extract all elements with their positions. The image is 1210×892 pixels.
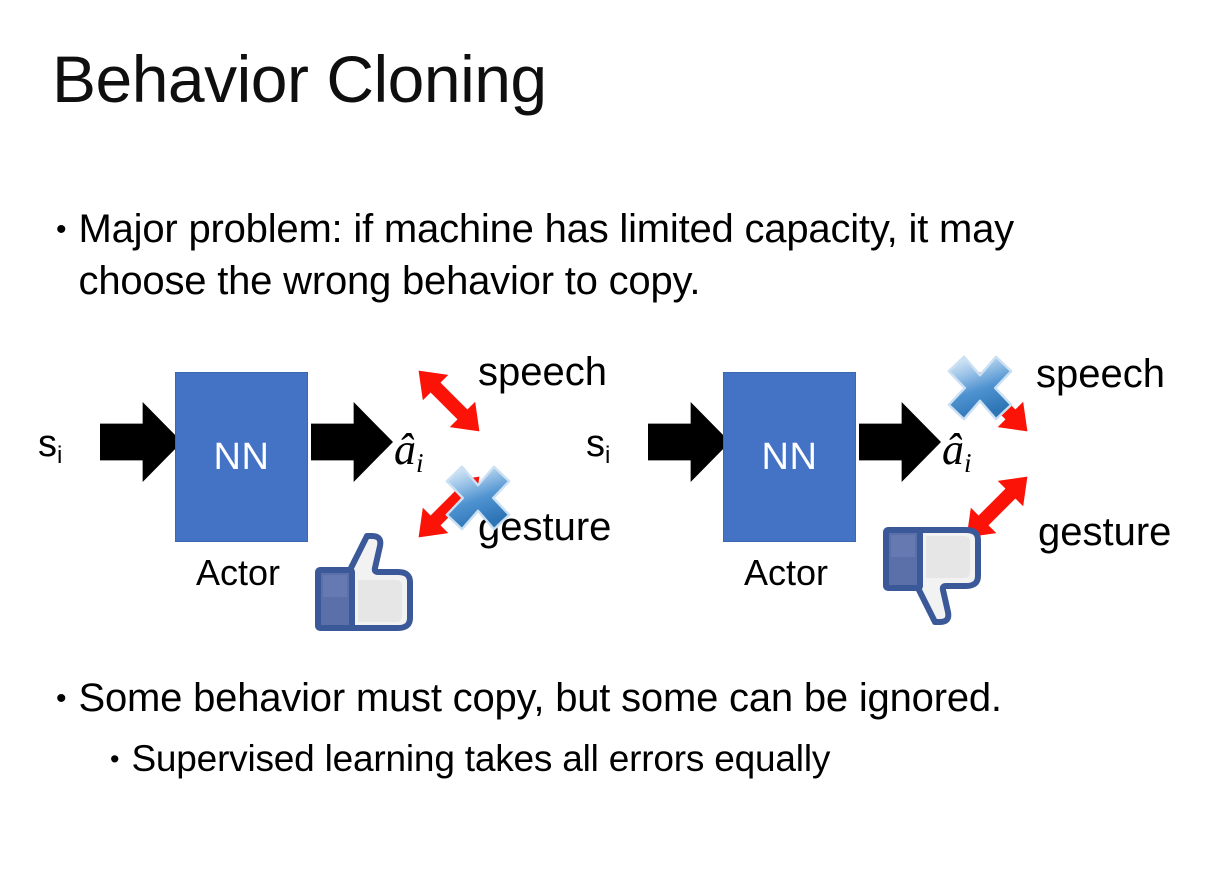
list-item: • Supervised learning takes all errors e… [110, 735, 1180, 783]
gesture-arrow-icon [966, 476, 1028, 538]
nn-box-right: NN [723, 372, 856, 542]
action-subscript: i [416, 448, 424, 479]
state-symbol: s [586, 423, 605, 465]
bullet-text: Major problem: if machine has limited ca… [78, 207, 1015, 303]
diagram-left: si NN Actor âi speech [0, 330, 611, 642]
action-subscript: i [964, 448, 972, 479]
nn-box-label: NN [213, 436, 270, 478]
diagram-right: si NN Actor âi speech [548, 330, 1171, 642]
outcome-label-gesture-right: gesture [1038, 510, 1172, 554]
state-subscript: i [57, 442, 63, 470]
bullet-marker-icon: • [110, 744, 120, 774]
bullet-text: Supervised learning takes all errors equ… [131, 738, 831, 779]
actor-caption-left: Actor [196, 552, 281, 593]
nn-box-label: NN [761, 436, 818, 478]
actor-caption-right: Actor [744, 552, 829, 593]
state-symbol: s [38, 423, 57, 465]
list-item: • Some behavior must copy, but some can … [56, 672, 1176, 724]
speech-arrow-icon [418, 370, 480, 432]
page-title: Behavior Cloning [52, 42, 547, 116]
output-arrow-icon [311, 402, 393, 482]
bullet-list-bottom-level1: • Some behavior must copy, but some can … [56, 672, 1176, 724]
state-subscript: i [605, 442, 611, 470]
bullet-text: Some behavior must copy, but some can be… [78, 676, 1003, 720]
state-label-right: si [586, 425, 610, 468]
action-symbol: â [394, 425, 416, 474]
thumbs-up-icon [315, 533, 413, 631]
bullet-list-top: • Major problem: if machine has limited … [56, 203, 1146, 307]
action-symbol: â [942, 425, 964, 474]
outcome-label-speech-right: speech [1036, 352, 1165, 396]
action-label-right: âi [942, 428, 972, 477]
thumbs-down-icon [883, 527, 981, 625]
list-item: • Major problem: if machine has limited … [56, 203, 1146, 307]
nn-box-left: NN [175, 372, 308, 542]
state-label-left: si [38, 425, 62, 468]
bullet-marker-icon: • [56, 682, 67, 715]
action-label-left: âi [394, 428, 424, 477]
outcome-label-speech-left: speech [478, 350, 607, 394]
input-arrow-icon [648, 402, 730, 482]
output-arrow-icon [859, 402, 941, 482]
input-arrow-icon [100, 402, 182, 482]
bullet-marker-icon: • [56, 213, 67, 246]
bullet-list-bottom-level2: • Supervised learning takes all errors e… [110, 735, 1180, 783]
cross-out-icon-speech [947, 355, 1013, 421]
cross-out-icon-gesture [445, 465, 511, 531]
